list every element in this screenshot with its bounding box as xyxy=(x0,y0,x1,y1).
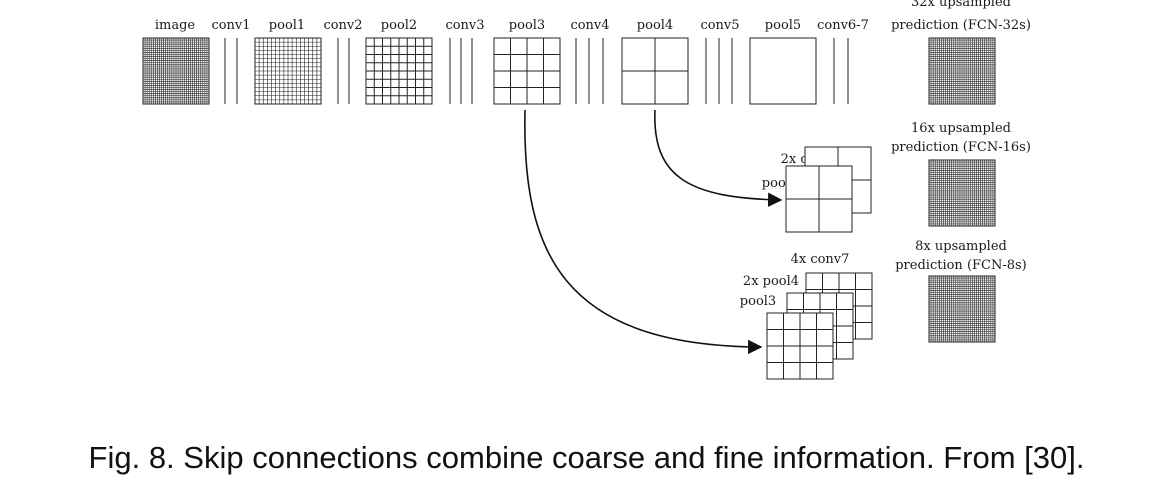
grid-pool2 xyxy=(365,37,433,105)
label-conv3: conv3 xyxy=(445,18,484,33)
conv5-layer xyxy=(705,38,733,104)
label-fcn16-line1: 16x upsampled xyxy=(911,121,1011,136)
conv1-layer xyxy=(224,38,238,104)
fcn16-pool4-map xyxy=(785,165,853,233)
label-conv2: conv2 xyxy=(323,18,362,33)
figure-caption: Fig. 8. Skip connections combine coarse … xyxy=(88,440,1085,475)
label-image: image xyxy=(155,18,196,33)
label-fcn32-line2: prediction (FCN-32s) xyxy=(891,18,1031,33)
skip-arrow-pool3 xyxy=(524,109,763,355)
label-fcn8-line1: 8x upsampled xyxy=(915,239,1007,254)
label-conv6-7: conv6-7 xyxy=(817,18,869,33)
label-conv1: conv1 xyxy=(211,18,250,33)
skip-arrow-pool4 xyxy=(654,109,783,207)
grid-pool5 xyxy=(749,37,817,105)
label-fcn32-line1: 32x upsampled xyxy=(911,0,1011,10)
grid-fcn32-prediction xyxy=(928,37,996,105)
label-pool2: pool2 xyxy=(381,18,417,33)
label-fcn8-pool3: pool3 xyxy=(740,294,776,309)
grid-pool1 xyxy=(254,37,322,105)
label-2x-pool4: 2x pool4 xyxy=(743,274,799,289)
label-pool4: pool4 xyxy=(637,18,673,33)
conv6-7-layer xyxy=(833,38,849,104)
label-pool3: pool3 xyxy=(509,18,545,33)
conv2-layer xyxy=(337,38,350,104)
grid-image xyxy=(142,37,210,105)
label-conv4: conv4 xyxy=(570,18,609,33)
label-pool5: pool5 xyxy=(765,18,801,33)
label-conv5: conv5 xyxy=(700,18,739,33)
fcn8-pool3-map xyxy=(766,312,834,380)
label-4x-conv7: 4x conv7 xyxy=(791,252,850,267)
grid-fcn16-prediction xyxy=(928,159,996,227)
grid-pool3 xyxy=(493,37,561,105)
grid-pool4 xyxy=(621,37,689,105)
conv3-layer xyxy=(449,38,473,104)
conv4-layer xyxy=(575,38,604,104)
label-pool1: pool1 xyxy=(269,18,305,33)
label-fcn16-line2: prediction (FCN-16s) xyxy=(891,140,1031,155)
grid-fcn8-prediction xyxy=(928,275,996,343)
label-fcn8-line2: prediction (FCN-8s) xyxy=(895,258,1027,273)
